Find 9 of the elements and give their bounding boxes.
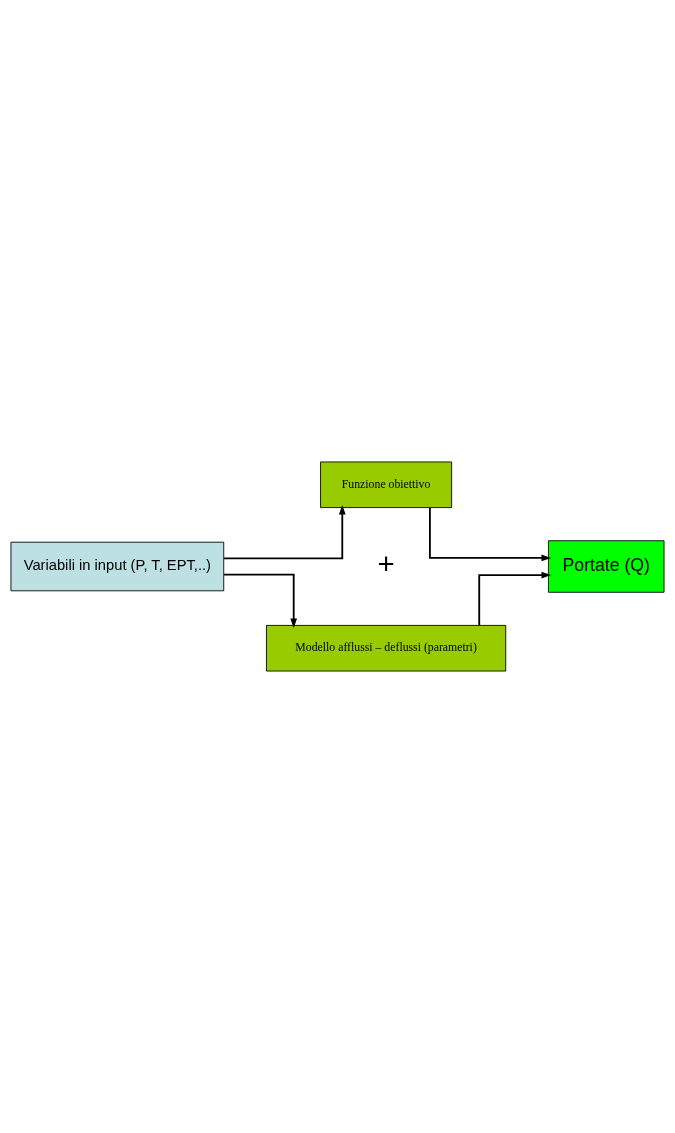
arrow [223,573,298,629]
arrow [478,571,552,627]
node-box: Variabili in input (P, T, EPT,..) [10,541,225,592]
node-box: Funzione obiettivo [320,461,453,509]
node-box: Modello afflussi – deflussi (parametri) [266,624,507,672]
node-box: Portate (Q) [548,540,665,593]
arrow [222,504,346,560]
arrow [429,506,552,562]
label: + [377,546,395,580]
